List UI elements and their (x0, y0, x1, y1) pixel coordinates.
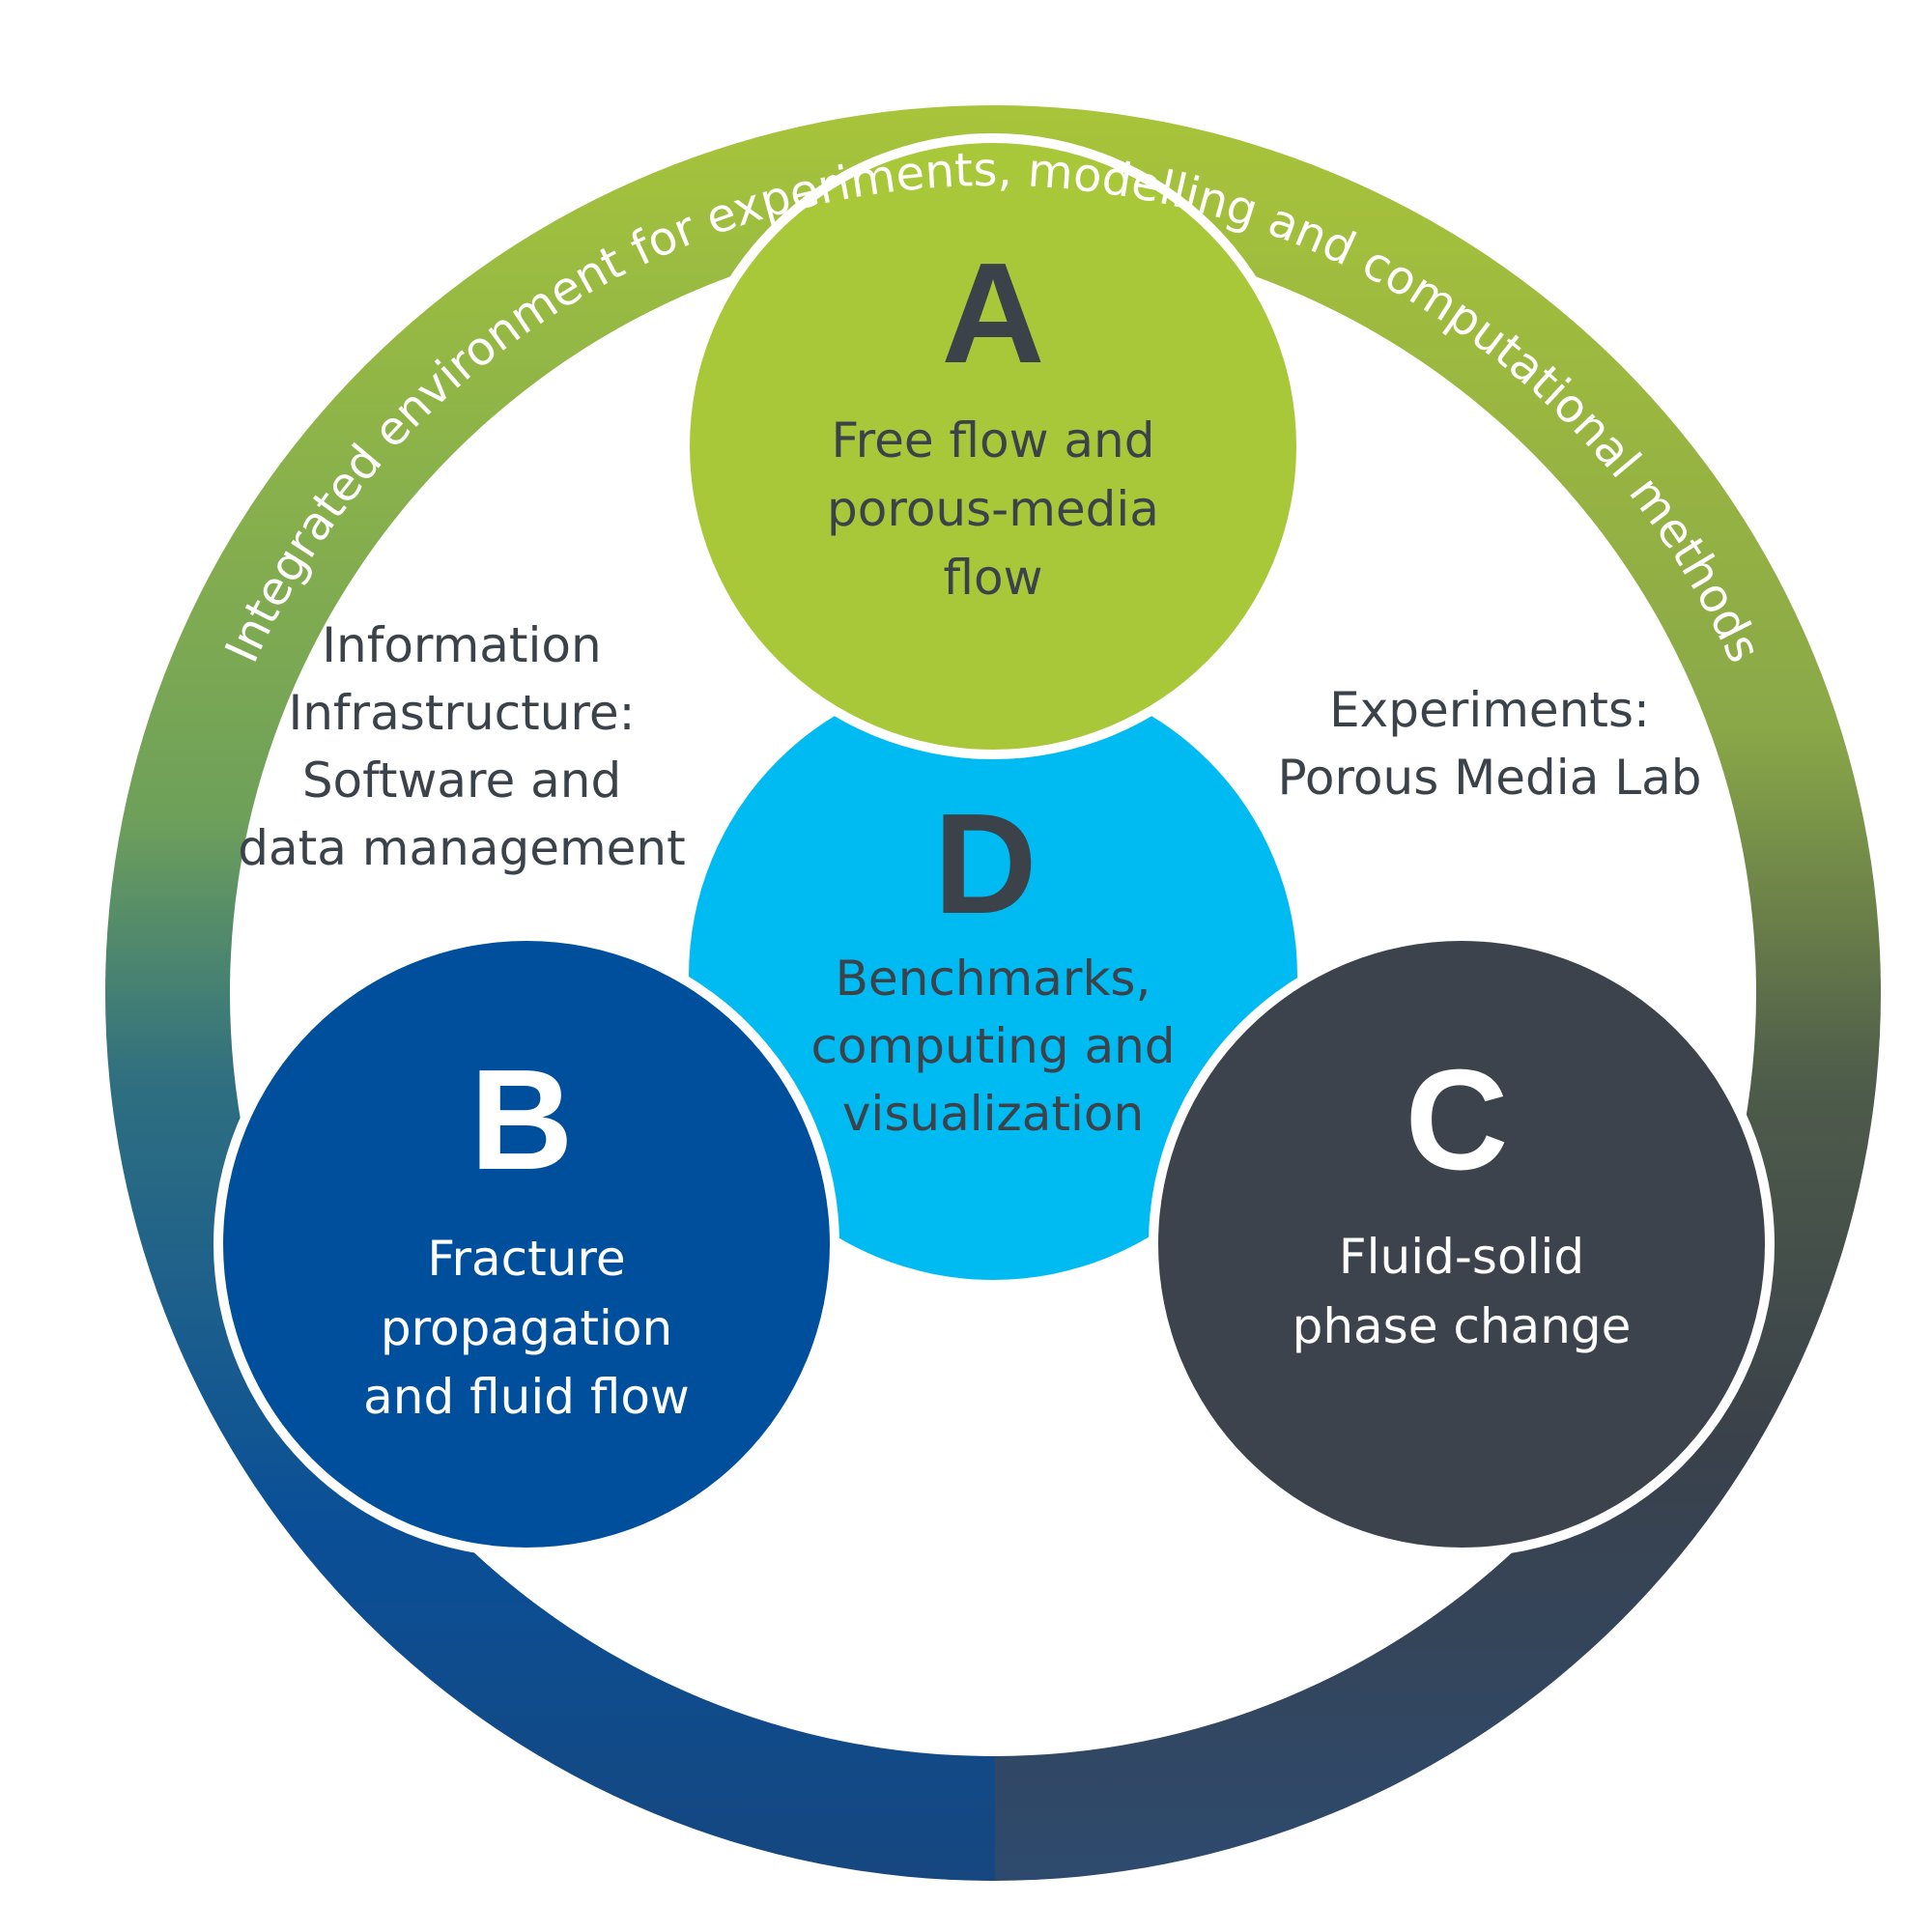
circle-d-line-3: visualization (842, 1086, 1144, 1142)
circle-b-shape (223, 941, 830, 1548)
right-label-line-2: Porous Media Lab (1278, 750, 1702, 806)
circle-b-line-2: propagation (381, 1300, 672, 1356)
circle-c-shape (1158, 941, 1765, 1548)
circle-a-shape (690, 143, 1296, 750)
circle-a-line-2: porous-media (827, 481, 1159, 537)
circle-a-line-1: Free flow and (832, 412, 1155, 469)
circle-a-letter: A (942, 234, 1045, 393)
left-label-line-4: data management (238, 820, 685, 876)
circle-a (690, 143, 1296, 750)
circle-d (689, 671, 1297, 1280)
right-label-line-1: Experiments: (1329, 682, 1650, 738)
circle-b-line-3: and fluid flow (363, 1369, 690, 1425)
left-label-line-3: Software and (302, 753, 621, 809)
circle-c-letter: C (1406, 1040, 1509, 1200)
circle-b-line-1: Fracture (427, 1231, 625, 1287)
circle-d-line-1: Benchmarks, (836, 951, 1151, 1007)
circle-d-line-2: computing and (810, 1018, 1175, 1074)
left-label-line-2: Infrastructure: (289, 685, 636, 741)
circle-d-shape (689, 671, 1297, 1280)
left-label-line-1: Information (322, 617, 601, 673)
circle-b (223, 941, 830, 1548)
circle-c-line-1: Fluid-solid (1339, 1229, 1584, 1285)
circle-b-letter: B (470, 1040, 574, 1200)
circle-c (1158, 941, 1765, 1548)
circle-d-letter: D (934, 784, 1037, 944)
circle-a-line-3: flow (944, 550, 1043, 606)
circle-c-line-2: phase change (1293, 1298, 1632, 1354)
